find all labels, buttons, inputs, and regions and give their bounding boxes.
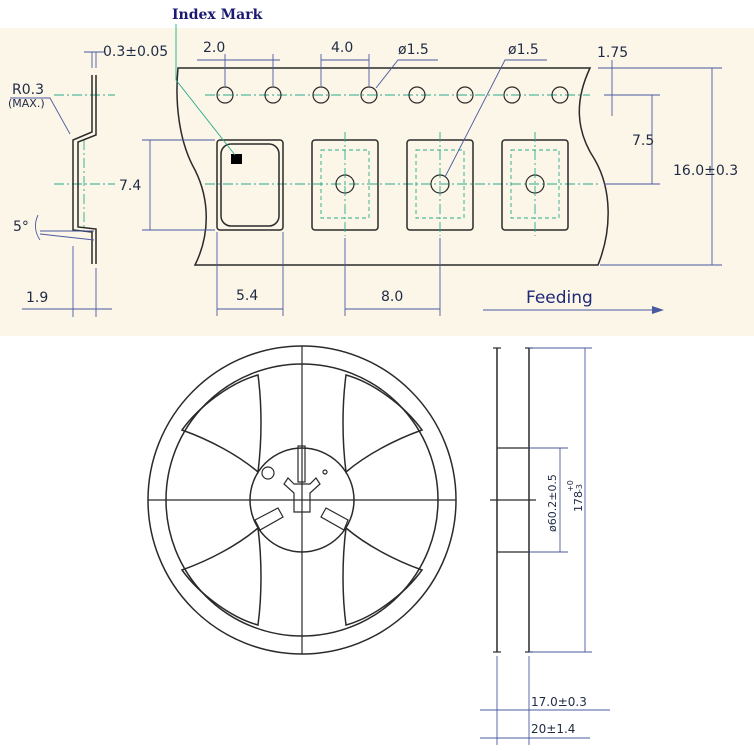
index-mark-leader <box>175 24 236 156</box>
feeding-label: Feeding <box>526 288 593 308</box>
hub-slot <box>297 445 306 483</box>
sprocket-hole <box>216 86 234 104</box>
sprocket-hole <box>408 86 426 104</box>
pitch-4-label: 4.0 <box>331 40 353 56</box>
hub-width-label: 17.0±0.3 <box>531 695 587 709</box>
tape-background <box>0 28 754 336</box>
reel-tolerance-minus: -3 <box>575 484 584 492</box>
tape-outline <box>176 67 609 266</box>
edge-distance-label: 1.75 <box>597 45 628 61</box>
hub-pin <box>322 469 328 475</box>
reel-window <box>342 374 424 474</box>
pocket-hole-diameter-label: ø1.5 <box>508 42 539 58</box>
feeding-arrow <box>652 306 664 314</box>
pocket-pitch-label: 8.0 <box>381 289 403 305</box>
carrier-tape-view: Index Mark 2.0 4.0 ø1.5 ø1.5 1.75 7.5 16… <box>0 7 754 336</box>
draft-angle-label: 5° <box>13 219 29 235</box>
reel-diameter-label: 178 <box>572 491 585 512</box>
sprocket-hole <box>264 86 282 104</box>
sprocket-hole <box>456 86 474 104</box>
sprocket-hole <box>360 86 378 104</box>
sprocket-diameter-label: ø1.5 <box>398 42 429 58</box>
hub-slot <box>320 507 349 531</box>
sprocket-hole <box>503 86 521 104</box>
hub-hole <box>261 466 275 480</box>
pitch-2-label: 2.0 <box>203 40 225 56</box>
reel-window <box>180 526 262 626</box>
index-mark-label: Index Mark <box>172 7 263 23</box>
tape-cross-section: 0.3±0.05 R0.3 (MAX.) 5° 1.9 <box>8 44 168 317</box>
pocket-length-label: 7.4 <box>119 178 141 194</box>
radius-label: R0.3 <box>12 82 44 98</box>
reel-front-view <box>147 345 457 655</box>
reel-width-label: 20±1.4 <box>531 722 575 736</box>
tape-width-label: 16.0±0.3 <box>673 163 738 179</box>
sprocket-hole <box>551 86 569 104</box>
reel-tolerance-plus: +0 <box>566 480 575 492</box>
pocket <box>501 132 569 236</box>
pocket <box>216 139 284 231</box>
pocket-width-label: 5.4 <box>236 288 258 304</box>
pocket-with-component <box>216 139 284 231</box>
pocket-depth-label: 1.9 <box>26 290 48 306</box>
reel-window <box>180 374 262 474</box>
pocket <box>311 132 379 236</box>
index-mark-square <box>231 154 242 164</box>
sprocket-holes <box>216 86 569 104</box>
reel-side-view: ø60.2±0.5 178 +0 -3 17.0±0.3 20±1.4 <box>480 347 610 745</box>
component-body <box>220 143 280 227</box>
hub-slot <box>254 507 284 531</box>
radius-max-label: (MAX.) <box>8 97 45 110</box>
sprocket-hole <box>312 86 330 104</box>
hub-spindle <box>283 477 321 513</box>
reel-window <box>342 526 424 626</box>
hub-diameter-label: ø60.2±0.5 <box>546 474 559 532</box>
pocket <box>406 132 474 236</box>
hole-to-pocket-label: 7.5 <box>632 133 654 149</box>
thickness-label: 0.3±0.05 <box>103 44 168 60</box>
